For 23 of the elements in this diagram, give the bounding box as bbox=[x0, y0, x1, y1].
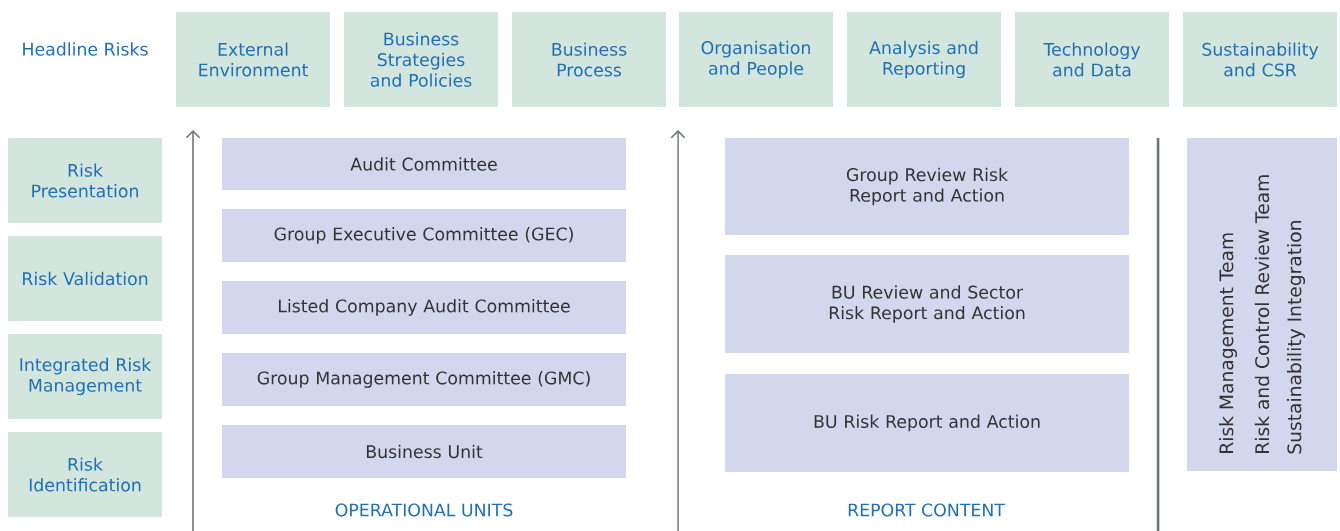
process-stage-box: Risk Presentation bbox=[8, 138, 162, 223]
risk-category-box: Sustainability and CSR bbox=[1183, 12, 1337, 107]
risk-category-box: Business Process bbox=[512, 12, 666, 107]
risk-category-box: Technology and Data bbox=[1015, 12, 1169, 107]
level-box: BU Risk Report and Action bbox=[725, 374, 1129, 472]
level-box: BU Review and Sector Risk Report and Action bbox=[725, 255, 1129, 353]
process-stage-box: Risk Identification bbox=[8, 432, 162, 517]
column-heading: REPORT CONTENT bbox=[848, 503, 1005, 517]
team-panel: Risk Management Team Risk and Control Review Team Sustainability Integration bbox=[1187, 138, 1337, 471]
level-box: Business Unit bbox=[222, 425, 626, 478]
level-box: Group Management Committee (GMC) bbox=[222, 353, 626, 406]
level-box: Group Review Risk Report and Action bbox=[725, 138, 1129, 235]
process-stage-box: Integrated Risk Management bbox=[8, 334, 162, 419]
risk-category-box: Analysis and Reporting bbox=[847, 12, 1001, 107]
level-box: Audit Committee bbox=[222, 138, 626, 190]
column-heading: OPERATIONAL UNITS bbox=[335, 503, 513, 517]
level-box: Listed Company Audit Committee bbox=[222, 281, 626, 334]
row-heading: Headline Risks bbox=[23, 42, 148, 56]
risk-category-box: External Environment bbox=[176, 12, 330, 107]
risk-category-box: Organisation and People bbox=[679, 12, 833, 107]
risk-category-box: Business Strategies and Policies bbox=[344, 12, 498, 107]
process-stage-box: Risk Validation bbox=[8, 236, 162, 321]
level-box: Group Executive Committee (GEC) bbox=[222, 209, 626, 262]
